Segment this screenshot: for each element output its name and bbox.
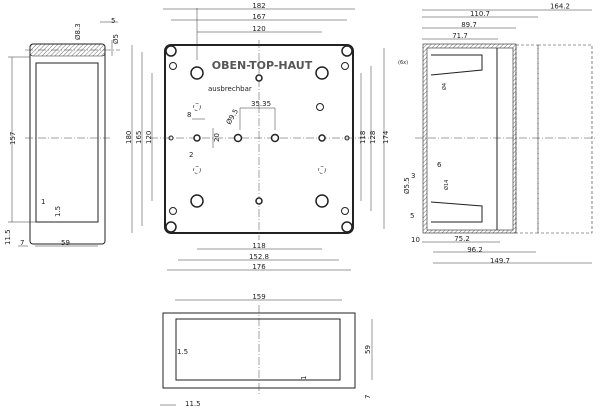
dim-7: 7 <box>20 239 24 247</box>
left-side-view: 157 Ø8.3 5 Ø5 1 1.5 11.5 7 59 <box>4 17 120 247</box>
dim-157: 157 <box>9 132 17 145</box>
dim-2: 2 <box>189 151 193 159</box>
count-6x: (6x) <box>398 60 408 66</box>
dim-8: 8 <box>187 111 191 119</box>
dim-11-5: 11.5 <box>4 229 12 245</box>
dim-top-0: 182 <box>252 2 265 10</box>
dim-20: 20 <box>213 133 221 142</box>
front-view: OBEN-TOP-HAUT ausbrechbar 182 167 120 11… <box>125 2 390 271</box>
corner-screws <box>165 45 353 233</box>
dim-top-3: 71.7 <box>452 32 468 40</box>
dim-left-2: 120 <box>145 131 153 144</box>
dim-5: 5 <box>111 17 115 25</box>
dim-7: 7 <box>364 395 372 399</box>
dim-left-0: 180 <box>125 131 133 144</box>
dim-top-1: 110.7 <box>470 10 490 18</box>
dim-11-5: 11.5 <box>185 400 201 408</box>
dim-right-1: 128 <box>369 131 377 144</box>
dim-right-2: 174 <box>382 130 390 144</box>
annotation-ausbrechbar: ausbrechbar <box>208 85 252 93</box>
dim-3: 3 <box>411 172 415 180</box>
mounting-holes <box>168 66 350 208</box>
dim-right-0: 118 <box>359 131 367 144</box>
dim-bottom-0: 10 <box>411 236 420 244</box>
dim-diam-9-5: Ø9.5 <box>225 108 240 126</box>
bottom-view: 159 59 1.5 1 11.5 7 <box>160 293 373 408</box>
dim-1-5: 1.5 <box>54 206 62 217</box>
dim-5: 5 <box>410 212 414 220</box>
dim-diam-4: Ø4 <box>441 83 448 90</box>
dim-1-5: 1.5 <box>177 348 188 356</box>
label-oben-top-haut: OBEN-TOP-HAUT <box>212 59 313 72</box>
dim-1: 1 <box>300 376 308 380</box>
dim-bottom-0: 118 <box>252 242 265 250</box>
dim-diam-14: Ø14 <box>443 180 450 190</box>
dim-diam-8-3: Ø8.3 <box>74 23 82 40</box>
dim-bottom-1: 152.8 <box>249 253 269 261</box>
right-side-view: 164.2 110.7 89.7 71.7 10 75.2 96.2 149.7… <box>398 3 595 265</box>
dim-left-1: 165 <box>135 131 143 144</box>
dim-top-2: 89.7 <box>461 21 477 29</box>
dim-top-2: 120 <box>252 25 265 33</box>
dim-top-0: 164.2 <box>550 3 570 11</box>
dim-bottom-2: 176 <box>252 263 266 271</box>
dim-35-35: 35.35 <box>251 100 271 108</box>
dim-diam-5-5: Ø5.5 <box>403 177 411 194</box>
dim-59: 59 <box>364 345 372 354</box>
dim-bottom-2: 96.2 <box>467 246 483 254</box>
dim-diam-5: Ø5 <box>112 34 120 44</box>
dim-59: 59 <box>61 239 70 247</box>
dim-1: 1 <box>41 198 45 206</box>
dim-top-1: 167 <box>252 13 265 21</box>
dim-bottom-1: 75.2 <box>454 235 470 243</box>
dim-bottom-3: 149.7 <box>490 257 510 265</box>
dim-6: 6 <box>437 161 442 169</box>
dim-159: 159 <box>252 293 265 301</box>
